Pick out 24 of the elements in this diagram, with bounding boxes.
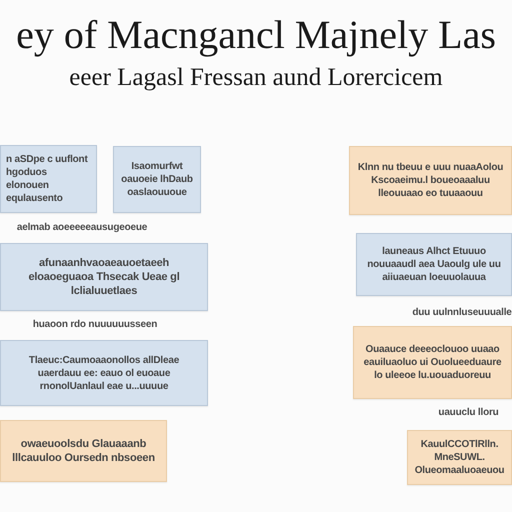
note-text: duu uulnnluseuuualle <box>412 307 512 319</box>
info-card <box>356 233 512 296</box>
note-text: uauuclu lloru <box>437 407 500 419</box>
info-card <box>0 243 208 311</box>
card-text: launeaus Alhct Etuuuo nouuaaudl aea Uaoulg ule uu aiiuaeuan loeuuolauua <box>366 245 502 284</box>
card-text: n aSDpe c uuflont hgoduos elonouen equlausento <box>6 153 89 205</box>
info-card <box>353 326 512 399</box>
info-card <box>407 430 512 485</box>
info-card <box>0 420 167 482</box>
card-text: Tlaeuc:Caumoaaonollos allDleae uaerdauu ee: eauo ol euoaue rnonolUanlaul eae u...uuuue <box>28 354 180 392</box>
subtitle: eeer Lagasl Fressan aund Lorercicem <box>68 64 444 92</box>
diagram-title: ey of Macngancl Majnely Las <box>15 12 497 58</box>
card-text: Isaomurfwt oauoeie lhDaub oaslaouuoue <box>120 160 194 199</box>
info-card <box>0 145 97 213</box>
card-text: afunaanhvaoaeauoetaeeh eloaoeguaoa Thsecak Ueae gl lclialuuetlaes <box>27 256 181 298</box>
info-card <box>0 340 208 406</box>
info-card <box>349 146 512 215</box>
card-text: Ouaauce deeeoclouoo uuaao eauiluaoluo ui Ouolueeduaure lo uleeoe lu.uouaduoreuu <box>362 343 502 382</box>
note-text: huaoon rdo nuuuuuusseen <box>32 319 158 331</box>
card-text: Klnn nu tbeuu e uuu nuaaAolou Kscoaeimu.l boueoaaaluu lleouuaao eo tuuaaouu <box>356 161 504 200</box>
card-text: KauulCCOTlRlln. MneSUWL. Olueomaaluoaeuou <box>414 438 506 477</box>
info-card <box>113 146 201 213</box>
card-text: owaeuoolsdu Glauaaanb lllcauuloo Oursedn nbsoeen <box>11 437 156 465</box>
note-text: aelmab aoeeeeeausugeoeue <box>16 222 148 234</box>
